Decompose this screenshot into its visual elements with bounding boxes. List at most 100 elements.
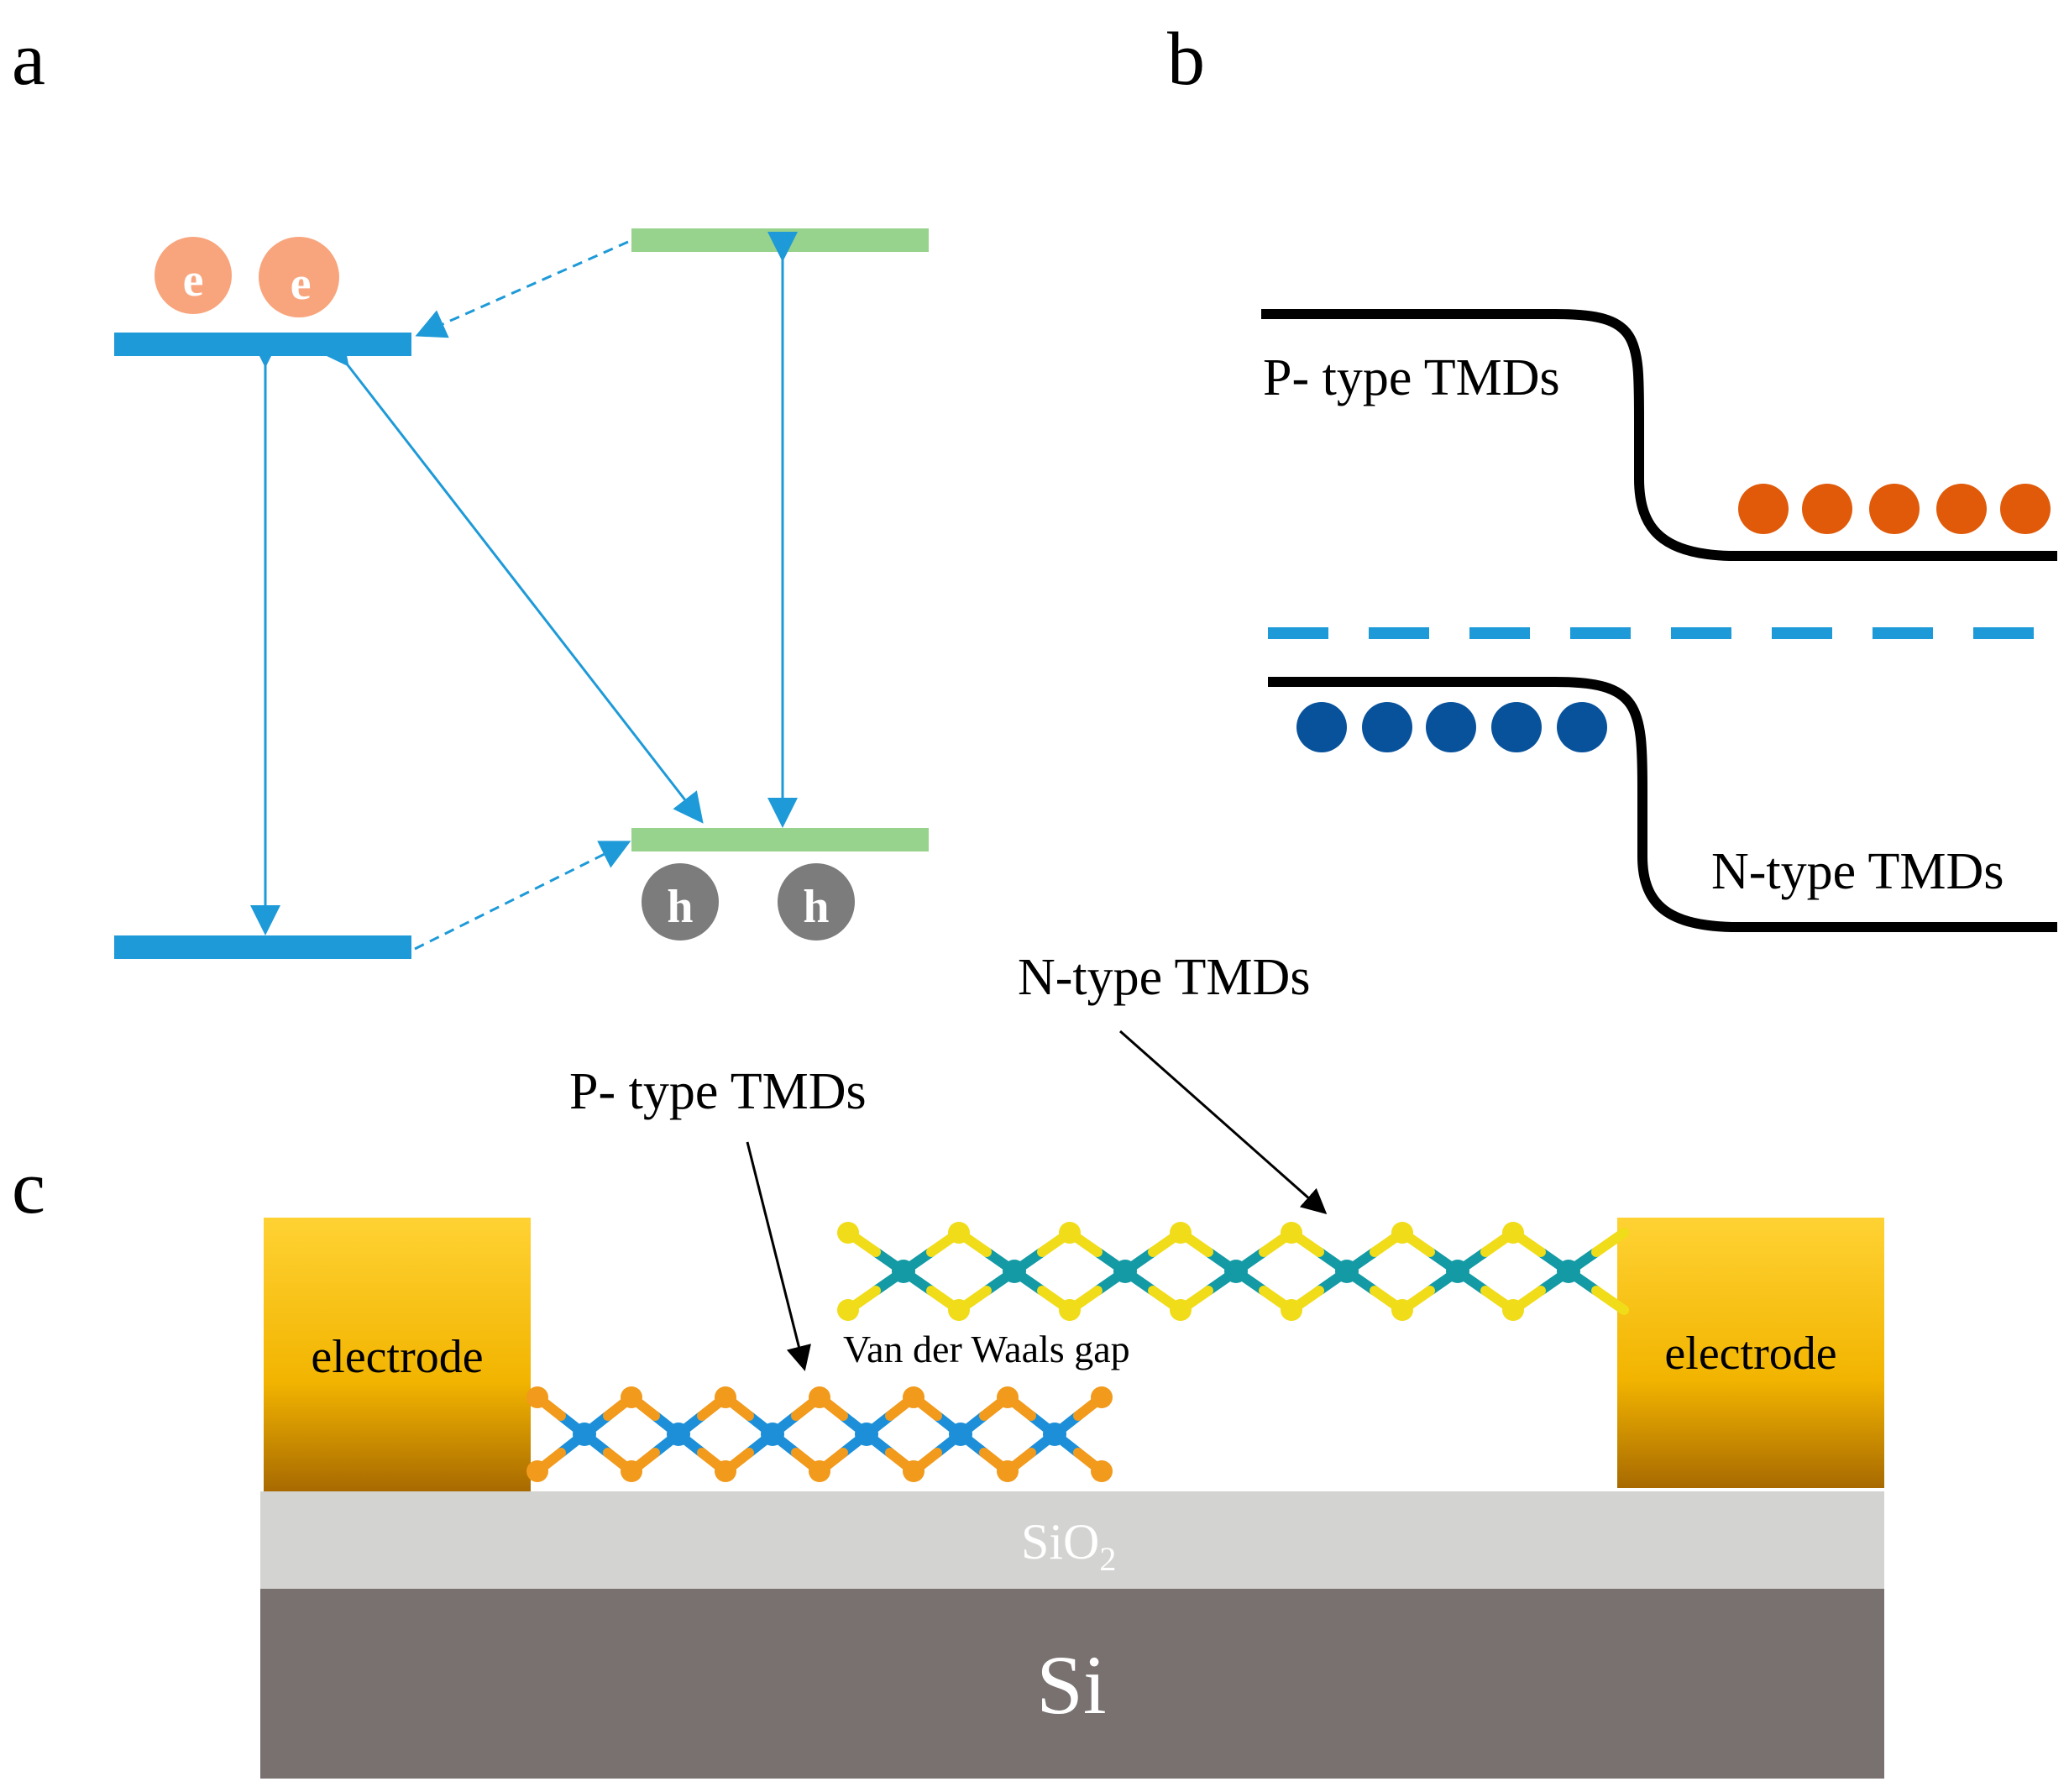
hole-2: h xyxy=(778,863,855,941)
p-lattice-metal-atom xyxy=(573,1423,596,1446)
n-lattice-bond xyxy=(1591,1228,1629,1257)
hole-transfer-arrow xyxy=(414,841,631,951)
p-lattice-chalcogen-atom xyxy=(715,1460,736,1482)
electron-dot xyxy=(1738,484,1789,534)
right-electrode-label: electrode xyxy=(1664,1328,1836,1380)
van-der-waals-gap-label: Van der Waals gap xyxy=(843,1328,1130,1370)
panel-b: b P- type TMDs N-type TMDs xyxy=(1167,18,2057,932)
n-lattice-atoms xyxy=(837,1222,1580,1321)
n-lattice-chalcogen-atom xyxy=(948,1299,970,1321)
n-type-label-b: N-type TMDs xyxy=(1711,843,2004,900)
sio2-label-subscript: 2 xyxy=(1099,1540,1116,1578)
p-type-pointer-arrow xyxy=(746,1141,811,1371)
n-lattice-metal-atom xyxy=(1557,1260,1580,1283)
right-valence-level xyxy=(631,828,929,851)
n-lattice-chalcogen-atom xyxy=(1391,1299,1413,1321)
p-lattice-chalcogen-atom xyxy=(809,1460,830,1482)
electron-dot xyxy=(2000,484,2051,534)
p-lattice-chalcogen-atom xyxy=(715,1386,736,1408)
electron-dots xyxy=(1738,484,2051,534)
n-lattice-chalcogen-atom xyxy=(1281,1299,1302,1321)
sio2-label: SiO2 xyxy=(1021,1514,1116,1578)
electron-2: e xyxy=(259,237,339,317)
p-lattice-chalcogen-atom xyxy=(526,1460,548,1482)
n-lattice-bond xyxy=(1591,1286,1629,1315)
p-lattice-chalcogen-atom xyxy=(809,1386,830,1408)
p-lattice-metal-atom xyxy=(855,1423,878,1446)
si-label: Si xyxy=(1036,1638,1106,1732)
n-lattice-chalcogen-atom xyxy=(837,1299,859,1321)
electron-dot xyxy=(1802,484,1852,534)
p-lattice-metal-atom xyxy=(667,1423,690,1446)
p-lattice-chalcogen-atom xyxy=(526,1386,548,1408)
panel-a: a e e h h xyxy=(12,18,929,959)
left-electrode-label: electrode xyxy=(311,1331,483,1383)
hole-dot xyxy=(1362,702,1412,752)
sio2-label-base: SiO xyxy=(1021,1514,1099,1569)
p-lattice-chalcogen-atom xyxy=(621,1386,642,1408)
left-conduction-level xyxy=(114,333,411,356)
p-lattice-chalcogen-atom xyxy=(1091,1386,1113,1408)
left-valence-level xyxy=(114,935,411,959)
n-lattice-chalcogen-atom xyxy=(1281,1222,1302,1244)
n-lattice-chalcogen-atom xyxy=(1059,1222,1081,1244)
n-lattice-chalcogen-atom xyxy=(1391,1222,1413,1244)
p-lattice-bonds xyxy=(532,1392,1107,1476)
si-substrate xyxy=(260,1589,1884,1779)
p-lattice-chalcogen-atom xyxy=(1091,1460,1113,1482)
n-lattice-chalcogen-atom xyxy=(1059,1299,1081,1321)
n-lattice-chalcogen-atom xyxy=(1502,1299,1524,1321)
p-lattice-metal-atom xyxy=(949,1423,972,1446)
left-electrode xyxy=(264,1218,531,1491)
electron-dot xyxy=(1936,484,1987,534)
panel-c-label: c xyxy=(12,1146,45,1229)
panel-c: c N-type TMDs P- type TMDs Van der Waals… xyxy=(12,949,1884,1779)
n-type-pointer-arrow xyxy=(1119,1030,1328,1214)
hole-dot xyxy=(1557,702,1607,752)
p-lattice-chalcogen-atom xyxy=(997,1460,1019,1482)
n-lattice-metal-atom xyxy=(1224,1260,1248,1283)
panel-b-label: b xyxy=(1167,18,1205,101)
p-type-lattice xyxy=(526,1386,1113,1482)
panel-a-label: a xyxy=(12,18,45,101)
hole-dot xyxy=(1491,702,1542,752)
n-type-band-edge xyxy=(1268,677,2057,932)
n-lattice-metal-atom xyxy=(1003,1260,1026,1283)
p-lattice-chalcogen-atom xyxy=(621,1460,642,1482)
hole-dot xyxy=(1296,702,1347,752)
p-lattice-metal-atom xyxy=(761,1423,784,1446)
interlayer-transition-arrow xyxy=(318,333,704,824)
n-lattice-metal-atom xyxy=(1113,1260,1137,1283)
hole-1: h xyxy=(642,863,719,941)
n-lattice-metal-atom xyxy=(1446,1260,1469,1283)
hole-1-label: h xyxy=(667,881,693,933)
n-lattice-chalcogen-atom xyxy=(948,1222,970,1244)
p-type-label-b: P- type TMDs xyxy=(1263,349,1560,406)
electron-transfer-arrow xyxy=(415,240,629,338)
p-lattice-chalcogen-atom xyxy=(903,1386,925,1408)
hole-2-label: h xyxy=(803,881,829,933)
electron-1: e xyxy=(155,237,232,314)
electron-2-label: e xyxy=(291,258,312,310)
n-lattice-chalcogen-atom xyxy=(1502,1222,1524,1244)
hole-dot xyxy=(1426,702,1476,752)
electron-dot xyxy=(1869,484,1920,534)
n-type-lattice xyxy=(837,1222,1629,1321)
p-lattice-chalcogen-atom xyxy=(997,1386,1019,1408)
p-type-band-edge xyxy=(1261,309,2057,561)
hole-dots xyxy=(1296,702,1607,752)
p-lattice-metal-atom xyxy=(1043,1423,1066,1446)
p-type-label-c: P- type TMDs xyxy=(569,1063,867,1120)
p-lattice-atoms xyxy=(526,1386,1113,1482)
sio2-layer xyxy=(260,1491,1884,1589)
right-electrode xyxy=(1617,1218,1884,1488)
n-lattice-chalcogen-atom xyxy=(837,1222,859,1244)
n-lattice-metal-atom xyxy=(892,1260,915,1283)
right-conduction-level xyxy=(631,228,929,252)
electron-1-label: e xyxy=(183,254,204,307)
n-type-label-c: N-type TMDs xyxy=(1018,949,1310,1006)
p-lattice-chalcogen-atom xyxy=(903,1460,925,1482)
n-lattice-chalcogen-atom xyxy=(1170,1299,1192,1321)
n-lattice-bonds xyxy=(843,1228,1629,1315)
